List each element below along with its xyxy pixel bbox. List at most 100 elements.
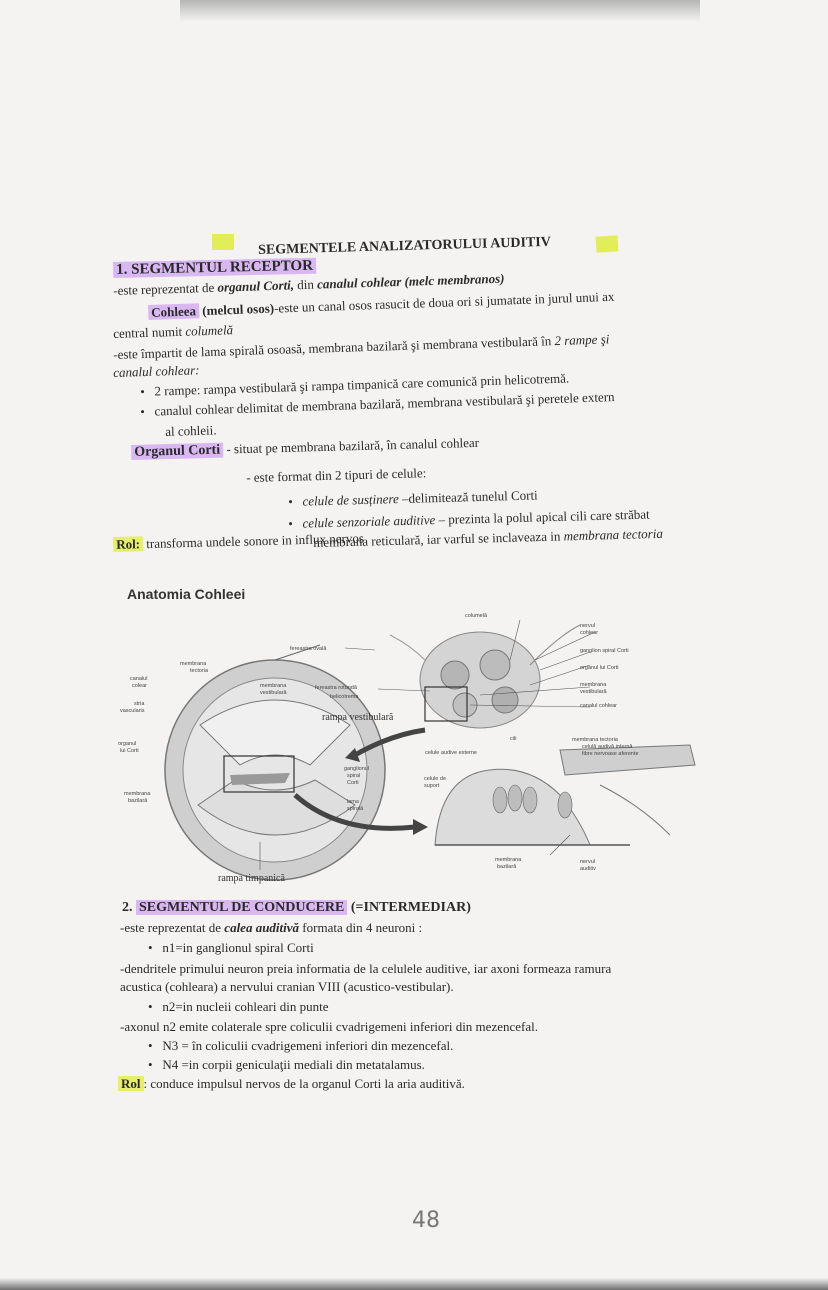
format-line: - este format din 2 tipuri de celule: [246,465,427,485]
bullet-dot: • [140,383,155,399]
organ-corti-term: Organul Corti [131,442,224,460]
cohleea-term: Cohleea [148,303,200,320]
section2-heading-num: 2. [122,900,136,915]
cell-2-text: – prezinta la polul apical cili care str… [435,506,650,528]
intro-text-a: -este reprezentat de [113,279,218,298]
cochlea-diagram: fereastra ovală columelă nervul cohlear … [118,613,696,884]
dendrite-line-1: -dendritele primului neuron preia inform… [120,961,612,976]
cell-1-text: –delimitează tunelul Corti [398,487,538,507]
dendrite-line-2: acustica (cohleara) a nervului cranian V… [120,979,454,994]
label-organul-corti-r: organul lui Corti [580,665,619,671]
section2-heading: 2. SEGMENTUL DE CONDUCERE (=INTERMEDIAR) [122,900,471,916]
tectoria-term: membrana tectoria [563,525,664,544]
label-organul-corti-l: organul [118,741,136,747]
bullet-2-cont: al cohleii. [165,422,217,439]
cohleea-paren: (melcul osos) [198,300,275,319]
n3-item: • N3 = în coliculii cvadrigemeni inferio… [148,1038,453,1054]
label-membrana-vest-r: membrana [580,682,607,688]
paper-top-edge [180,0,700,22]
bullet-dot: • [140,403,155,419]
cell-1-term: celule de susținere [302,491,399,509]
rol-2-label: Rol [118,1076,144,1091]
label-celula-aud-interna: celulă audivă internă [582,744,633,750]
label-ganglionul-3: Corti [347,780,359,786]
bullet-dot: • [288,515,303,531]
label-membrana-bazilara-r-2: bazilară [497,864,517,870]
snail-illustration [389,624,581,729]
diagram-arrows [293,727,428,835]
highlight-marker-left [212,234,234,250]
cohleea-def: -este un canal osos rasucit de doua ori … [273,288,615,316]
n4-text: N4 =in corpii geniculaţii mediali din me… [162,1057,425,1072]
label-stria-2: vascularis [120,708,145,714]
n3-text: N3 = în coliculii cvadrigemeni inferiori… [162,1038,454,1053]
label-celule-aud-externe: celule audive externe [425,750,477,756]
n4-item: • N4 =in corpii geniculaţii mediali din … [148,1057,425,1073]
rampe-term: 2 rampe şi [554,331,610,349]
rol-2-line: Rol: conduce impulsul nervos de la organ… [118,1076,465,1092]
label-rampa-vestibulara: rampa vestibulară [322,712,394,723]
label-nervul-cohlear-2: cohlear [580,630,598,636]
label-canalul-colear-2: colear [132,683,147,689]
label-mem-tectoria-r: membrana tectoria [572,737,619,743]
bullet-dot: • [148,940,163,955]
intro-text-c: din [293,276,318,293]
n1-item: • n1=in ganglionul spiral Corti [148,940,314,956]
section1-heading-text: 1. SEGMENTUL RECEPTOR [113,257,317,278]
organ-corti-text: - situat pe membrana bazilară, în canalu… [222,434,480,457]
label-fereastra-ovala: fereastra ovală [290,646,327,652]
bullet-dot: • [148,999,163,1014]
section1-heading: 1. SEGMENTUL RECEPTOR [113,257,317,279]
central-text: central numit [113,323,186,341]
label-cili: cili [510,736,516,742]
section2-intro: -este reprezentat de calea auditivă form… [120,920,422,936]
intro-text-b: organul Corti, [217,277,295,295]
label-stria: stria [134,701,145,707]
axon-line: -axonul n2 emite colaterale spre colicul… [120,1019,538,1034]
label-canalul-colear: canalul [130,676,147,682]
label-columela: columelă [465,613,488,619]
section2-heading-suffix: (=INTERMEDIAR) [347,900,471,915]
label-membrana-bazilara-r: membrana [495,857,522,863]
label-membrana-vest-c: membrana [260,683,287,689]
bullet-dot: • [288,493,303,509]
rol-1-label: Rol: [113,536,144,552]
label-celule-suport-2: suport [424,783,440,789]
label-membrana-tectoria-2: tectoria [190,668,209,674]
bullet-dot: • [148,1057,163,1072]
label-ganglionul: ganglionul [344,766,369,772]
label-celule-suport: celule de [424,776,446,782]
label-lama: lama [347,799,360,805]
label-nervul-auditiv-2: auditiv [580,866,596,872]
cochlea-cross-section [164,644,386,881]
label-ganglion-spiral: ganglion spiral Corti [580,648,629,654]
organ-of-corti-detail [434,744,696,846]
n2-item: • n2=in nucleii cohleari din punte [148,999,329,1015]
bullet-dot: • [148,1038,163,1053]
label-nervul-cohlear: nervul [580,623,595,629]
label-membrana-vest-c-2: vestibulară [260,690,288,696]
cell-2-term: celule senzoriale auditive [302,512,436,531]
highlight-marker-right [595,235,619,253]
intro-text-d: canalul cohlear (melc membranos) [316,270,505,292]
label-ganglionul-2: spiral [347,773,360,779]
label-nervul-auditiv: nervul [580,859,595,865]
page-title: SEGMENTELE ANALIZATORULUI AUDITIV [258,234,552,258]
central-line: central numit columelă [113,322,233,342]
n1-text: n1=in ganglionul spiral Corti [162,940,314,955]
section2-intro-c: formata din 4 neuroni : [299,920,423,935]
diagram-labels: fereastra ovală columelă nervul cohlear … [118,613,639,884]
diagram-title: Anatomia Cohleei [127,586,246,602]
label-membrana-bazilara-l-2: bazilară [128,798,148,804]
columela-term: columelă [185,322,234,339]
rol-2-text: : conduce impulsul nervos de la organul … [143,1076,465,1091]
label-membrana-vest-r-2: vestibulară [580,689,608,695]
page-number: 48 [412,1208,440,1233]
label-rampa-timpanica: rampa timpanică [218,873,285,884]
cell-1: • celule de susținere –delimitează tunel… [288,487,538,510]
label-membrana-bazilara-l: membrana [124,791,151,797]
label-fereastra-rotunda: fereastra rotundă [315,685,358,691]
label-organul-corti-l-2: lui Corti [120,748,139,754]
label-helicotrema: helicotrema [330,694,359,700]
calea-auditiva-term: calea auditivă [224,920,300,935]
